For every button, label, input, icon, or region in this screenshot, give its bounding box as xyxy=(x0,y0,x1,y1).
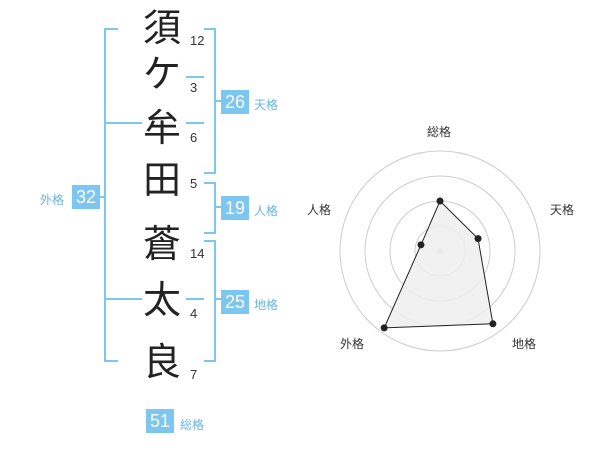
stroke-count-1: 12 xyxy=(190,33,205,48)
radar-label-gaikaku: 外格 xyxy=(340,337,365,351)
tenkaku-badge: 26 xyxy=(221,90,249,114)
name-char-2: ケ xyxy=(142,52,181,96)
radar-label-soukaku: 総格 xyxy=(427,125,452,139)
radar-label-chikaku: 地格 xyxy=(512,337,537,351)
radar-point-3 xyxy=(489,320,497,328)
radar-label-jinkaku: 人格 xyxy=(307,203,332,217)
jinkaku-label: 人格 xyxy=(254,204,279,218)
radar-series-polygon xyxy=(383,200,494,329)
stroke-count-2: 3 xyxy=(190,80,198,95)
bracket-tick xyxy=(214,206,222,208)
gaikaku-badge: 32 xyxy=(72,185,100,209)
stroke-count-4: 5 xyxy=(190,176,198,191)
radar-point-4 xyxy=(380,324,388,332)
name-char-7: 良 xyxy=(142,340,181,384)
radar-point-5 xyxy=(417,241,425,249)
bracket-tick xyxy=(186,76,204,78)
bracket-tick xyxy=(106,122,142,124)
chikaku-badge: 25 xyxy=(221,290,249,314)
stroke-count-5: 14 xyxy=(190,246,205,261)
bracket-tick xyxy=(106,298,142,300)
radar-point-1 xyxy=(436,197,444,205)
stroke-count-6: 4 xyxy=(190,306,198,321)
stroke-count-7: 7 xyxy=(190,367,198,382)
jinkaku-badge: 19 xyxy=(221,196,249,220)
tenkaku-label: 天格 xyxy=(254,98,279,112)
bracket-tick xyxy=(214,298,222,300)
bracket-tick xyxy=(214,100,222,102)
bracket-tick xyxy=(186,298,204,300)
name-char-5: 蒼 xyxy=(142,222,181,266)
radar-point-2 xyxy=(474,235,482,243)
gaikaku-label: 外格 xyxy=(40,193,65,207)
name-char-4: 田 xyxy=(142,158,181,202)
stroke-count-3: 6 xyxy=(190,130,198,145)
gaikaku-bracket xyxy=(104,28,118,362)
chikaku-bracket xyxy=(204,240,216,362)
name-char-3: 牟 xyxy=(142,106,181,150)
bracket-tick xyxy=(186,122,204,124)
soukaku-badge: 51 xyxy=(146,409,174,433)
name-char-6: 太 xyxy=(142,278,181,322)
radar-label-tenkaku: 天格 xyxy=(550,203,575,217)
name-char-1: 須 xyxy=(142,6,181,50)
jinkaku-bracket xyxy=(204,182,216,234)
chikaku-label: 地格 xyxy=(254,298,279,312)
radar-grid-ring xyxy=(339,150,541,352)
soukaku-label: 総格 xyxy=(180,418,205,432)
